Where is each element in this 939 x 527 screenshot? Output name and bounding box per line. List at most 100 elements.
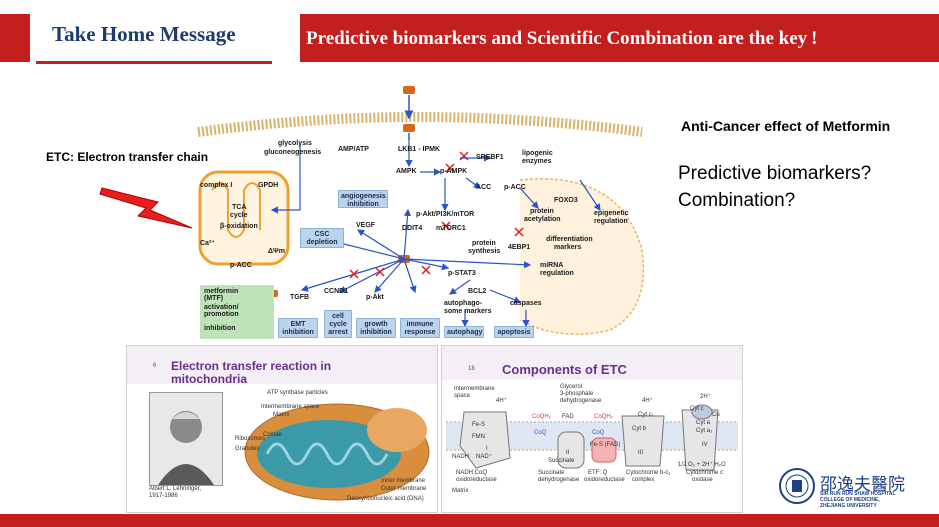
label-p-akt-pi3k: p-Akt/PI3K/mTOR <box>416 211 475 218</box>
label-coqh2-a: CoQH₂ <box>532 414 551 420</box>
label-gluconeogenesis: gluconeogenesis <box>264 149 322 156</box>
label-c1-name-1: NADH:CoQ <box>456 470 488 476</box>
label-matrix-2: Matrix <box>452 488 469 494</box>
box-angiogenesis: angiogenesis inhibition <box>338 190 388 208</box>
photo-caption-1: Albert L. Lehninger, <box>149 486 202 492</box>
banner-title: Predictive biomarkers and Scientific Com… <box>306 28 818 50</box>
slide1-title: Electron transfer reaction in mitochondr… <box>171 360 331 386</box>
label-nad: NAD⁺ <box>476 454 492 460</box>
label-p-acc-left: p-ACC <box>230 262 252 269</box>
label-p-ampk: p-AMPK <box>440 168 468 175</box>
label-cyt-c: Cyt c <box>690 406 704 412</box>
label-mirna-2: regulation <box>540 270 574 277</box>
label-epigenetic-1: epigenetic <box>594 210 629 217</box>
label-coq-a: CoQ <box>534 430 547 436</box>
label-protein-syn-1: protein <box>472 240 496 247</box>
label-glycerol-1: Glycerol <box>560 384 583 390</box>
slide1-number: 6 <box>153 363 157 369</box>
label-differentiation-1: differentiation <box>546 236 593 243</box>
label-protein-acet-1: protein <box>530 208 554 215</box>
label-2h: 2H⁺ <box>700 394 711 400</box>
box-cell-cycle: cell cycle arrest <box>324 310 352 338</box>
header-accent-bar <box>0 14 30 62</box>
label-amp-atp: AMP/ATP <box>338 146 369 153</box>
label-fad-a: FAD <box>562 414 574 420</box>
label-intermembrane-2: space <box>454 393 471 399</box>
take-home-title: Take Home Message <box>52 22 236 46</box>
label-complex-2: II <box>566 450 570 456</box>
label-etf-2: oxidoreductase <box>584 477 625 483</box>
label-intermembrane: Intermembrane space <box>261 404 320 410</box>
label-ddit4: DDIT4 <box>402 225 423 232</box>
label-lipogenic: lipogenic <box>522 150 553 157</box>
label-srebf1: SREBF1 <box>476 154 504 161</box>
slide2-header-bg <box>442 346 742 380</box>
hospital-name-en-3: ZHEJIANG UNIVERSITY <box>820 503 877 509</box>
label-cycle: cycle <box>230 212 248 219</box>
label-complex-i: complex I <box>200 182 233 189</box>
label-p-stat3: p-STAT3 <box>448 270 476 277</box>
banner-exclaim: ! <box>811 28 818 49</box>
label-cu: Cu <box>712 412 720 418</box>
label-4h-a: 4H⁺ <box>496 398 507 404</box>
label-c3-name-1: Cytochrome b-c₁ <box>626 470 671 476</box>
etc-complexes-illustration <box>446 404 738 471</box>
label-beta-oxidation: β-oxidation <box>220 223 258 230</box>
label-4h-b: 4H⁺ <box>642 398 653 404</box>
label-autophago-2: some markers <box>444 308 492 315</box>
anticancer-title: Anti-Cancer effect of Metformin <box>681 118 891 134</box>
label-c3-name-2: complex <box>632 477 655 483</box>
label-c4-name-1: Cytochrome c <box>686 470 724 476</box>
label-complex-1: I <box>486 446 488 452</box>
label-glycerol-2: 3-phosphate <box>560 391 594 397</box>
label-cyt-a: Cyt a <box>696 420 711 426</box>
box-csc-depletion: CSC depletion <box>300 228 344 248</box>
label-etf-1: ETF: Q <box>588 470 608 476</box>
label-c2-name-1: Succinate <box>538 470 565 476</box>
label-granules: Granules <box>235 446 260 452</box>
box-growth: growth inhibition <box>356 318 396 338</box>
label-fes: Fe-S <box>472 422 486 428</box>
mitochondrion-illustration <box>244 403 430 501</box>
label-fad-b: Fe-S (FAD) <box>590 442 621 448</box>
box-emt: EMT inhibition <box>278 318 318 338</box>
slide1-header-bg <box>127 346 437 384</box>
label-mirna-1: miRNA <box>540 262 564 269</box>
label-outer-membrane: Outer membrane <box>381 486 427 492</box>
portrait-photo <box>149 392 223 486</box>
slide1-title-line1: Electron transfer reaction in <box>171 359 332 373</box>
box-immune: immune response <box>400 318 440 338</box>
label-c1-name-2: oxidoreductase <box>456 477 497 483</box>
label-gpdh: GPDH <box>258 182 279 189</box>
title-underline <box>36 61 272 64</box>
label-vegf: VEGF <box>356 222 376 229</box>
label-p-acc-right: p-ACC <box>504 184 526 191</box>
label-c2-name-2: dehydrogenase <box>538 477 580 483</box>
label-bcl2: BCL2 <box>468 288 487 295</box>
hospital-name-en-2: COLLEGE OF MEDICINE, <box>820 497 880 503</box>
label-differentiation-2: markers <box>554 244 582 251</box>
label-lkb1: LKB1 - IPMK <box>398 146 440 153</box>
slide2-number: 18 <box>468 366 475 372</box>
header-accent-gap <box>30 14 34 62</box>
hospital-name-cn: 邵逸夫醫院 <box>820 475 905 495</box>
box-autophagy: autophagy <box>444 326 484 338</box>
title-banner <box>286 14 939 62</box>
legend-metformin-1: metformin <box>204 288 239 295</box>
nucleus-shape <box>519 178 645 335</box>
slide-electron-transfer: 6 Electron transfer reaction in mitochon… <box>126 345 438 513</box>
label-coq-b: CoQ <box>592 430 605 436</box>
question-combination: Combination? <box>678 190 796 211</box>
label-glycolysis: glycolysis <box>278 140 312 147</box>
label-protein-acet-2: acetylation <box>524 216 561 223</box>
label-c4-name-2: oxidase <box>692 477 713 483</box>
legend-inhibition: inhibition <box>204 325 236 332</box>
label-caspases: caspases <box>510 300 542 307</box>
label-fmn: FMN <box>472 434 485 440</box>
legend-metformin-2: (MTF) <box>204 295 224 302</box>
banner-title-text: Predictive biomarkers and Scientific Com… <box>306 28 808 49</box>
banner-notch <box>286 14 300 62</box>
label-succinate: Succinate <box>548 458 575 464</box>
label-4ebp1: 4EBP1 <box>508 244 531 251</box>
label-cristae: Cristae <box>263 432 283 438</box>
